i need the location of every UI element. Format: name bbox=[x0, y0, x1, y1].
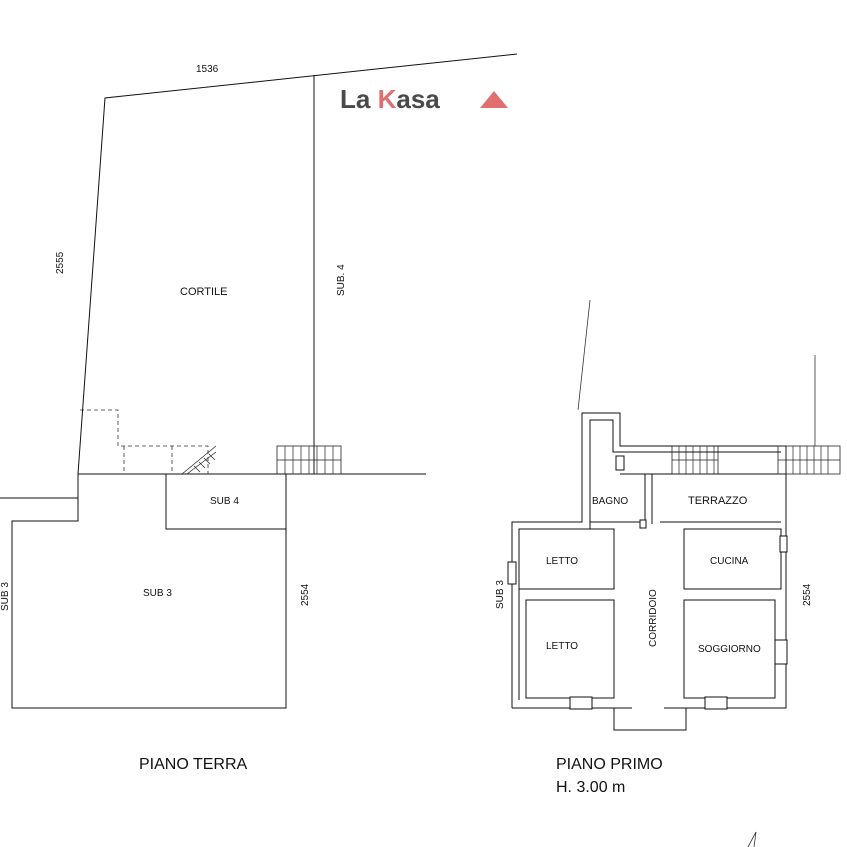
sub4-label: SUB 4 bbox=[210, 496, 239, 507]
ground-external-stair bbox=[276, 445, 342, 475]
room-label-terrazzo: TERRAZZO bbox=[688, 495, 748, 507]
door-jamb bbox=[639, 519, 647, 529]
window bbox=[615, 455, 625, 471]
terrace-stair-left bbox=[671, 445, 719, 475]
logo-text-a: La bbox=[340, 84, 378, 114]
room-label-bagno: BAGNO bbox=[592, 496, 628, 507]
first-floor-title: PIANO PRIMO bbox=[556, 756, 663, 773]
dimension-top: 1536 bbox=[196, 64, 219, 75]
ground-floor-title: PIANO TERRA bbox=[139, 756, 248, 773]
terrace-stair-right bbox=[777, 445, 841, 475]
logo-text-k: K bbox=[378, 84, 397, 114]
window bbox=[569, 696, 593, 710]
svg-text:La Kasa: La Kasa bbox=[340, 84, 440, 114]
ground-ramp-stair bbox=[181, 445, 217, 475]
window bbox=[704, 696, 728, 710]
entrance-step bbox=[613, 708, 687, 731]
first-floor-plan: BAGNO TERRAZZO LETTO CUCINA CORRIDOIO LE… bbox=[495, 299, 841, 796]
boundary-line-left bbox=[577, 299, 591, 411]
sub4-box bbox=[165, 473, 287, 530]
room-label-letto-2: LETTO bbox=[546, 641, 578, 652]
window bbox=[779, 535, 788, 553]
courtyard-boundary bbox=[77, 53, 518, 475]
north-arrow-icon bbox=[747, 831, 757, 847]
window bbox=[507, 561, 517, 585]
sub4-side-label: SUB. 4 bbox=[336, 264, 347, 296]
dashed-outline bbox=[80, 409, 209, 474]
first-floor-height: H. 3.00 m bbox=[556, 779, 625, 796]
logo-text-b: asa bbox=[396, 84, 440, 114]
sub3-label: SUB 3 bbox=[143, 588, 172, 599]
lakasa-logo: La Kasa bbox=[340, 84, 508, 114]
room-cucina bbox=[683, 528, 782, 590]
dimension-right: 2554 bbox=[300, 583, 311, 606]
room-letto-1 bbox=[518, 528, 615, 590]
window bbox=[774, 639, 788, 665]
room-label-corridoio: CORRIDOIO bbox=[648, 589, 659, 647]
ground-floor-plan: 1536 2555 CORTILE SUB. 4 SUB 4 SUB 3 SUB… bbox=[0, 53, 518, 773]
logo-triangle-icon bbox=[480, 91, 508, 108]
sub3-edge-label: SUB 3 bbox=[0, 582, 11, 611]
sub3-edge-label: SUB 3 bbox=[495, 580, 506, 609]
room-label-cucina: CUCINA bbox=[710, 556, 749, 567]
courtyard-label: CORTILE bbox=[180, 286, 227, 298]
room-label-soggiorno: SOGGIORNO bbox=[698, 644, 761, 655]
first-floor-outer-wall bbox=[511, 412, 787, 709]
room-label-letto-1: LETTO bbox=[546, 556, 578, 567]
dimension-right: 2554 bbox=[802, 583, 813, 606]
dimension-left: 2555 bbox=[55, 251, 66, 274]
